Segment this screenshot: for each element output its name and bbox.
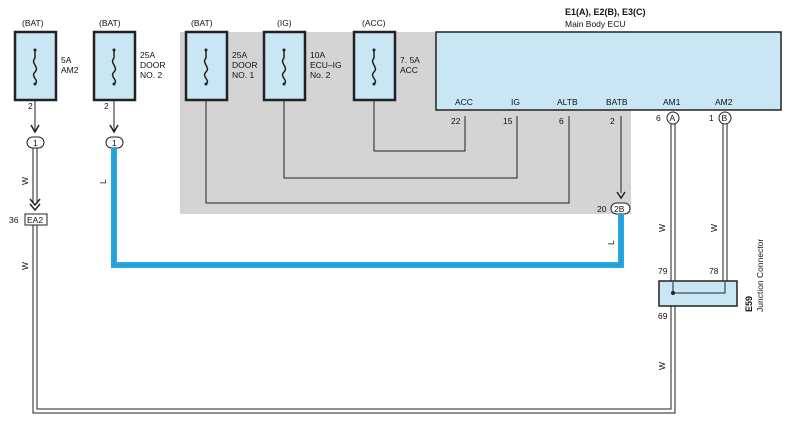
wire-ecu-ig-ig (283, 100, 518, 179)
connector-2b-pin: 20 (597, 204, 607, 214)
ecu-pin-am1: 6 (656, 113, 661, 123)
ecu-terminal-batb: BATB (606, 97, 628, 107)
fuse-am2 (13, 30, 58, 102)
fuse-door-no2-line2: DOOR (140, 60, 166, 70)
wire-w-double-top (32, 148, 38, 202)
fuse-door-no1-line2: DOOR (232, 60, 258, 70)
connector-a-letter: A (670, 113, 676, 123)
connector-2b-label: 2B (614, 204, 625, 214)
fuse1-arrow-icon (30, 124, 40, 134)
fuse-door-no2-line3: NO. 2 (140, 70, 162, 80)
connector-a-badge (666, 111, 680, 125)
fuse-acc-line2: ACC (400, 65, 418, 75)
ecu-terminal-altb: ALTB (557, 97, 578, 107)
connector-b-letter: B (722, 113, 728, 123)
ecu-pin-batb: 2 (610, 116, 615, 126)
ecu-pin-acc: 22 (451, 116, 461, 126)
wire-color-w1: W (20, 177, 30, 185)
connector-1-left-label: 1 (33, 138, 38, 148)
fuse-acc-rating: 7. 5A (400, 55, 420, 65)
wire-color-w2: W (20, 262, 30, 270)
fuse-am2-pin: 2 (28, 101, 33, 111)
batb-arrow-icon (616, 191, 626, 200)
junction-pin-69: 69 (658, 311, 668, 321)
source-bat-3: (BAT) (191, 18, 213, 28)
main-body-ecu-box (435, 31, 782, 111)
source-bat-2: (BAT) (99, 18, 121, 28)
wire-am1 (670, 124, 676, 282)
ecu-title: Main Body ECU (565, 19, 625, 29)
wire-bottom-return (32, 225, 676, 414)
junction-pin-78: 78 (709, 266, 719, 276)
fuse-door-no1 (184, 30, 229, 102)
connector-ea2 (24, 213, 48, 226)
fuse-door-no2-pin: 2 (104, 101, 109, 111)
junction-id: E59 (744, 296, 754, 312)
ecu-pin-altb: 6 (559, 116, 564, 126)
ecu-connectors-title: E1(A), E2(B), E3(C) (565, 7, 646, 17)
fuse-ecu-ig-line2: ECU–IG (310, 60, 342, 70)
wire-color-w3: W (657, 224, 667, 232)
source-acc: (ACC) (362, 18, 386, 28)
connector-1-left (26, 136, 45, 149)
fuse-door-no2 (92, 30, 137, 102)
wire-color-w5: W (657, 362, 667, 370)
fuse-ecu-ig-no2 (262, 30, 307, 102)
fuse2-arrow-icon (109, 124, 119, 134)
wire-color-w4: W (709, 224, 719, 232)
source-ig: (IG) (277, 18, 292, 28)
junction-pin-79: 79 (658, 266, 668, 276)
wire-acc-acc (373, 100, 466, 152)
junction-node-dot (671, 291, 675, 295)
connector-ea2-label: EA2 (27, 215, 43, 225)
highlighted-wire-l-core (113, 148, 622, 266)
ecu-pin-am2: 1 (709, 113, 714, 123)
wire-color-l1: L (98, 179, 108, 184)
junction-internal-wire (672, 282, 726, 294)
fuse-ecu-ig-line3: No. 2 (310, 70, 331, 80)
ecu-terminal-acc: ACC (455, 97, 473, 107)
wire-am2 (722, 124, 728, 282)
ecu-terminal-ig: IG (511, 97, 520, 107)
connector-1-right-label: 1 (112, 138, 117, 148)
connector-ea2-pin: 36 (9, 215, 19, 225)
ecu-terminal-am1: AM1 (663, 97, 681, 107)
fuse-door-no2-rating: 25A (140, 50, 155, 60)
fuse-am2-name: AM2 (61, 65, 79, 75)
source-bat-1: (BAT) (22, 18, 44, 28)
fuse-door-no1-rating: 25A (232, 50, 247, 60)
connector-b-badge (718, 111, 732, 125)
ecu-terminal-am2: AM2 (715, 97, 733, 107)
ecu-pin-ig: 15 (503, 116, 513, 126)
fuse-am2-rating: 5A (61, 55, 72, 65)
wire-door-no1-altb (205, 100, 570, 204)
wire-color-l2: L (606, 240, 616, 245)
double-chevron-icon (29, 198, 41, 212)
fuse-door-no1-line3: NO. 1 (232, 70, 254, 80)
fuse-ecu-ig-rating: 10A (310, 50, 325, 60)
fuse-acc (352, 30, 397, 102)
junction-name: Junction Connector (755, 239, 765, 312)
